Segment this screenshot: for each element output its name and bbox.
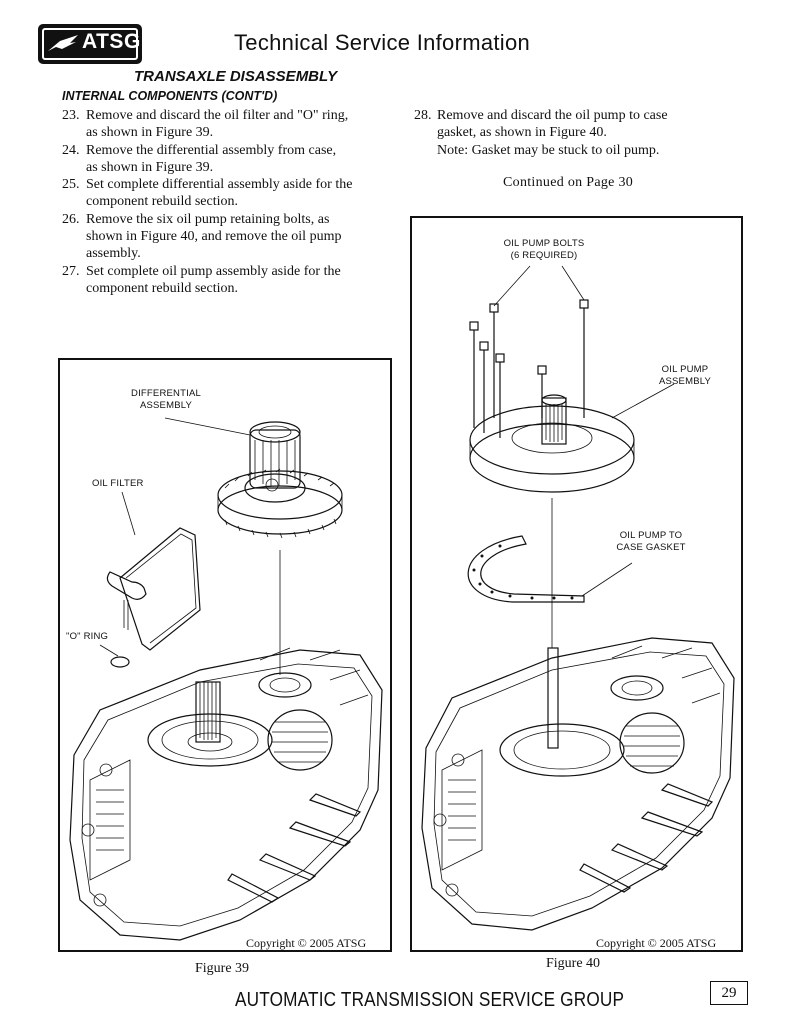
callout-oil-filter: OIL FILTER bbox=[92, 478, 144, 489]
callout-o-ring: "O" RING bbox=[66, 631, 109, 642]
callout-line: (6 REQUIRED) bbox=[510, 250, 578, 261]
step-text-cont: as shown in Figure 39. bbox=[86, 125, 214, 141]
step-26: 26. Remove the six oil pump retaining bo… bbox=[62, 211, 392, 263]
step-note: Note: Gasket may be stuck to oil pump. bbox=[437, 142, 660, 158]
step-number: 25. bbox=[62, 177, 80, 193]
callout-oil-pump-to-case-gasket: OIL PUMP TO CASE GASKET bbox=[606, 530, 696, 554]
step-25: 25. Set complete differential assembly a… bbox=[62, 176, 392, 211]
step-text-cont: component rebuild section. bbox=[86, 194, 239, 210]
step-text: Set complete differential assembly aside… bbox=[86, 177, 353, 193]
step-text: Remove the six oil pump retaining bolts,… bbox=[86, 211, 330, 227]
callout-line: ASSEMBLY bbox=[139, 400, 193, 411]
step-text: Remove and discard the oil filter and "O… bbox=[86, 108, 349, 123]
callout-line: ASSEMBLY bbox=[658, 376, 712, 387]
logo-text: ATSG bbox=[82, 30, 141, 53]
figure-39-frame: DIFFERENTIAL ASSEMBLY OIL FILTER "O" RIN… bbox=[58, 358, 392, 952]
step-24: 24. Remove the differential assembly fro… bbox=[62, 142, 392, 177]
page-number: 29 bbox=[710, 981, 748, 1005]
step-text-cont: component rebuild section. bbox=[86, 280, 239, 296]
footer-org-name: AUTOMATIC TRANSMISSION SERVICE GROUP bbox=[235, 989, 625, 1011]
steps-left-column: 23. Remove and discard the oil filter an… bbox=[62, 107, 392, 297]
step-number: 28. bbox=[414, 108, 432, 123]
step-23: 23. Remove and discard the oil filter an… bbox=[62, 107, 392, 142]
section-subtitle: INTERNAL COMPONENTS (CONT'D) bbox=[62, 89, 278, 103]
step-text-cont: assembly. bbox=[86, 246, 141, 262]
callout-differential-assembly: DIFFERENTIAL ASSEMBLY bbox=[116, 388, 216, 412]
step-28: 28. Remove and discard the oil pump to c… bbox=[414, 107, 754, 159]
step-text-cont: as shown in Figure 39. bbox=[86, 159, 214, 175]
step-number: 27. bbox=[62, 263, 80, 279]
step-27: 27. Set complete oil pump assembly aside… bbox=[62, 263, 392, 298]
section-title: TRANSAXLE DISASSEMBLY bbox=[134, 68, 338, 85]
step-text-cont: shown in Figure 40, and remove the oil p… bbox=[86, 229, 342, 245]
figure-40-illustration bbox=[421, 265, 735, 931]
step-text: Remove and discard the oil pump to case bbox=[437, 108, 668, 123]
figure-39-copyright: Copyright © 2005 ATSG bbox=[246, 936, 367, 950]
page-header-title: Technical Service Information bbox=[234, 30, 531, 55]
callout-line: DIFFERENTIAL bbox=[131, 388, 201, 399]
step-text: Set complete oil pump assembly aside for… bbox=[86, 263, 341, 279]
logo-bird-icon bbox=[48, 35, 78, 51]
callout-oil-pump-bolts: OIL PUMP BOLTS (6 REQUIRED) bbox=[494, 238, 594, 262]
step-number: 24. bbox=[62, 142, 80, 158]
step-number: 23. bbox=[62, 108, 80, 123]
callout-line: OIL PUMP BOLTS bbox=[503, 238, 585, 249]
steps-right-column: 28. Remove and discard the oil pump to c… bbox=[414, 107, 754, 159]
figure-40-frame: OIL PUMP BOLTS (6 REQUIRED) OIL PUMP ASS… bbox=[410, 216, 743, 952]
callout-line: CASE GASKET bbox=[616, 542, 686, 553]
figure-40-caption: Figure 40 bbox=[546, 956, 601, 971]
step-text: Remove the differential assembly from ca… bbox=[86, 142, 337, 158]
continued-note: Continued on Page 30 bbox=[503, 175, 634, 190]
figure-39-caption: Figure 39 bbox=[195, 961, 250, 976]
step-text-cont: gasket, as shown in Figure 40. bbox=[437, 125, 607, 141]
figure-40-copyright: Copyright © 2005 ATSG bbox=[596, 936, 717, 950]
step-number: 26. bbox=[62, 211, 80, 227]
figure-39-illustration bbox=[69, 417, 383, 941]
callout-line: OIL PUMP bbox=[661, 364, 709, 375]
callout-oil-pump-assembly: OIL PUMP ASSEMBLY bbox=[650, 364, 720, 388]
atsg-logo: ATSG bbox=[38, 24, 142, 64]
callout-line: OIL PUMP TO bbox=[619, 530, 683, 541]
